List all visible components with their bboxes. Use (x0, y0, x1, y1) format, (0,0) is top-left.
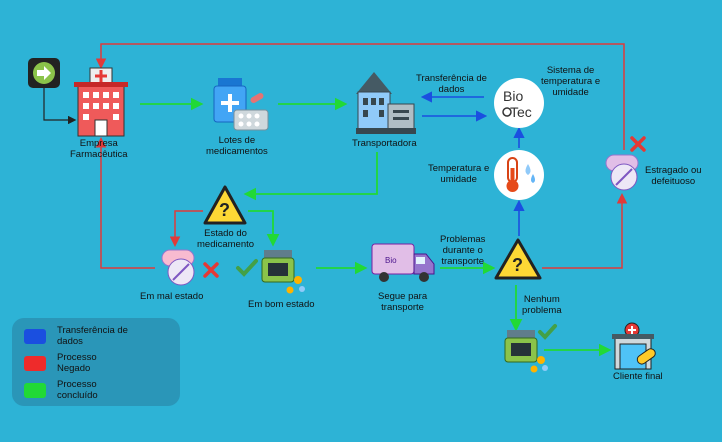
thermometer-humidity-icon (494, 150, 544, 200)
label-sistema: Sistema de temperatura e umidade (541, 65, 601, 98)
good-state-medicine-icon (261, 250, 305, 294)
legend: Transferência de dados Processo Negado P… (12, 318, 180, 406)
denied-x-icon-left (203, 262, 219, 278)
label-problemas: Problemas durante o transporte (440, 234, 486, 267)
label-empresa: Empresa Farmacêutica (70, 138, 128, 160)
legend-item-data: Transferência de dados (24, 325, 128, 347)
warning-medicine-state-icon: ? (203, 185, 247, 225)
start-connector (43, 86, 77, 125)
approved-check-icon-right (538, 324, 557, 340)
biotec-logo-line1: Bio (503, 88, 523, 104)
flow-ok-lines (140, 97, 612, 357)
damaged-pills-icon (605, 154, 639, 191)
label-temperatura: Temperatura e umidade (428, 163, 490, 185)
label-estado: Estado do medicamento (197, 228, 255, 250)
label-estragado: Estragado ou defeituoso (645, 165, 702, 187)
legend-swatch-red (24, 355, 46, 371)
legend-item-ok: Processo concluído (24, 379, 98, 401)
label-transportadora: Transportadora (352, 138, 417, 149)
delivery-truck-icon: Bio (371, 243, 435, 282)
label-cliente: Cliente final (613, 371, 663, 382)
biotec-logo-line2: Tec (510, 104, 532, 120)
denied-x-icon-top (630, 136, 646, 152)
legend-item-denied: Processo Negado (24, 352, 97, 374)
label-segue: Segue para transporte (378, 291, 428, 313)
no-problem-medicine-icon (504, 330, 548, 373)
biotec-logo: Bio Tec (494, 78, 544, 128)
flow-denied-lines (95, 43, 628, 269)
truck-logo: Bio (385, 256, 397, 265)
legend-label-data: Transferência de dados (57, 325, 128, 347)
label-transferencia: Transferência de dados (416, 73, 487, 95)
hospital-building-icon (74, 67, 128, 137)
warning-transport-icon: ? (494, 238, 542, 280)
bad-state-pills-icon (161, 249, 195, 286)
svg-text:?: ? (512, 255, 523, 275)
flow-data-lines (420, 91, 525, 236)
transport-company-icon (356, 72, 416, 134)
pharmacy-store-icon (612, 322, 656, 370)
label-mal-estado: Em mal estado (140, 291, 204, 302)
medicine-lots-icon (213, 78, 269, 131)
label-bom-estado: Em bom estado (248, 299, 315, 310)
start-arrow-icon (28, 58, 60, 88)
label-lotes: Lotes de medicamentos (206, 135, 268, 157)
legend-label-denied: Processo Negado (57, 352, 97, 374)
legend-swatch-blue (24, 328, 46, 344)
svg-text:?: ? (219, 200, 230, 220)
label-nenhum: Nenhum problema (522, 294, 562, 316)
legend-swatch-green (24, 382, 46, 398)
approved-check-icon-left (236, 259, 258, 277)
legend-label-ok: Processo concluído (57, 379, 98, 401)
